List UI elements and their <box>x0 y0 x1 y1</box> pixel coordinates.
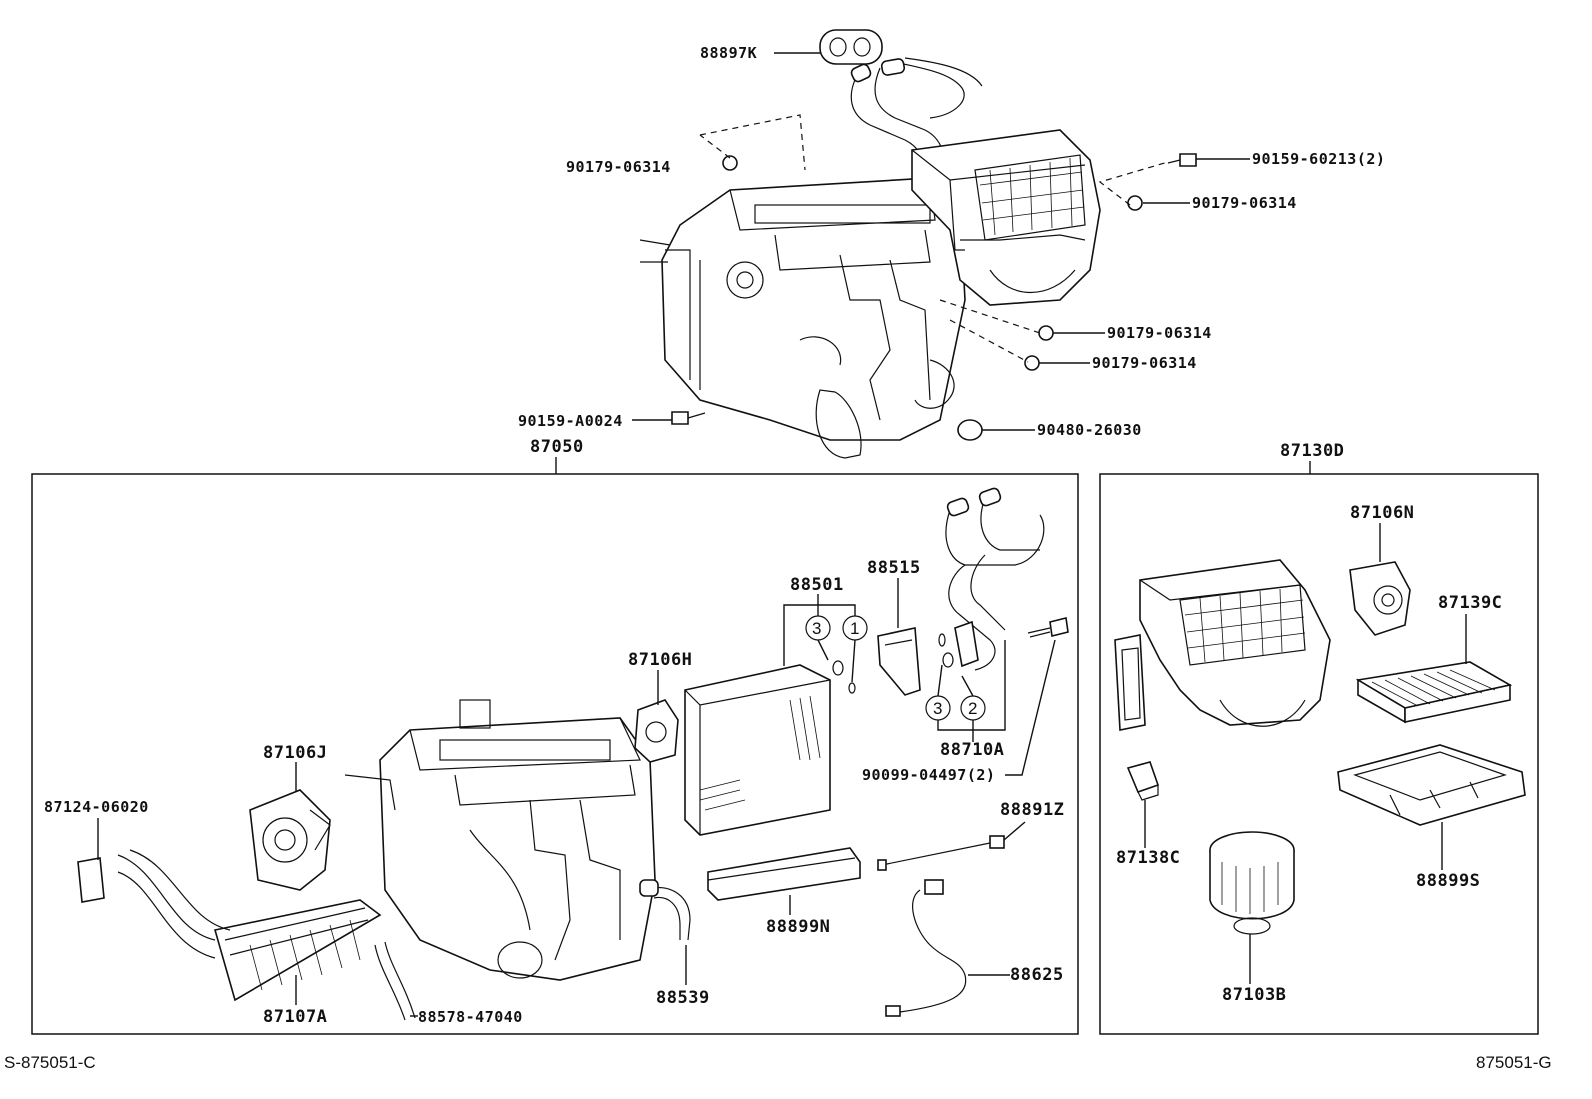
grommet-part <box>819 29 883 65</box>
callout-88897K: 88897K <box>700 44 757 62</box>
callout-87106N: 87106N <box>1350 503 1414 523</box>
callout-90179-06314-b: 90179-06314 <box>1192 194 1297 212</box>
filter-88899N-part <box>707 847 861 901</box>
temp-sensor-88625-part <box>885 879 967 1017</box>
callout-90480-26030: 90480-26030 <box>1037 421 1142 439</box>
top-fasteners <box>671 153 1197 441</box>
callout-88899N: 88899N <box>766 917 830 937</box>
evaporator-part <box>684 664 831 836</box>
callout-87139C: 87139C <box>1438 593 1502 613</box>
callout-88578-47040: 88578-47040 <box>418 1008 523 1026</box>
bolt-90099-part <box>1027 617 1069 638</box>
top-blower-case <box>911 129 1101 306</box>
callout-90159-60213: 90159-60213(2) <box>1252 150 1385 168</box>
damper-motor-87106H-part <box>634 699 679 763</box>
callout-88899S: 88899S <box>1416 871 1480 891</box>
callout-88539: 88539 <box>656 988 710 1008</box>
callout-87103B: 87103B <box>1222 985 1286 1005</box>
callout-90099-04497: 90099-04497(2) <box>862 766 995 784</box>
callout-87106H: 87106H <box>628 650 692 670</box>
callout-87106J: 87106J <box>263 743 327 763</box>
damper-motor-87106J-part <box>249 789 331 891</box>
callout-90179-06314-d: 90179-06314 <box>1092 354 1197 372</box>
ref-number-3a: 3 <box>812 619 821 638</box>
heater-radiator-part <box>77 849 382 1002</box>
expansion-valve-part <box>877 627 921 696</box>
ref-number-2: 2 <box>968 699 977 718</box>
blower-motor-part <box>1209 831 1295 935</box>
ref-number-1: 1 <box>850 619 859 638</box>
blower-resistor-part <box>1126 761 1160 801</box>
callout-88625: 88625 <box>1010 965 1064 985</box>
ref-number-3b: 3 <box>933 699 942 718</box>
callout-88710A: 88710A <box>940 740 1004 760</box>
air-filter-part <box>1355 661 1513 724</box>
drain-hose-part <box>374 941 416 1021</box>
blower-case-assembly-part <box>1114 559 1331 731</box>
top-heater-body <box>639 177 966 459</box>
callout-90179-06314-a: 90179-06314 <box>566 158 671 176</box>
temp-sensor-88891Z-part <box>877 835 1005 871</box>
kit-87130D-frame <box>1099 473 1539 1035</box>
hose-88539-part <box>639 879 691 941</box>
ac-piping-part <box>945 487 1045 671</box>
callout-88891Z: 88891Z <box>1000 800 1064 820</box>
callout-90159-A0024: 90159-A0024 <box>518 412 623 430</box>
callout-87130D: 87130D <box>1280 441 1344 461</box>
callout-87050: 87050 <box>530 437 584 457</box>
diagram-code-left: S-875051-C <box>4 1053 96 1072</box>
callout-88501: 88501 <box>790 575 844 595</box>
heater-housing-part <box>344 699 656 981</box>
top-heater-assembly <box>639 29 1197 459</box>
callout-87107A: 87107A <box>263 1007 327 1027</box>
callout-87138C: 87138C <box>1116 848 1180 868</box>
callout-87124-06020: 87124-06020 <box>44 798 149 816</box>
filter-case-88899S-part <box>1337 744 1526 826</box>
callout-88515: 88515 <box>867 558 921 578</box>
damper-motor-87106N-part <box>1349 561 1411 636</box>
kit-87050-frame <box>31 473 1079 1035</box>
callout-90179-06314-c: 90179-06314 <box>1107 324 1212 342</box>
diagram-code-right: 875051-G <box>1476 1053 1552 1072</box>
